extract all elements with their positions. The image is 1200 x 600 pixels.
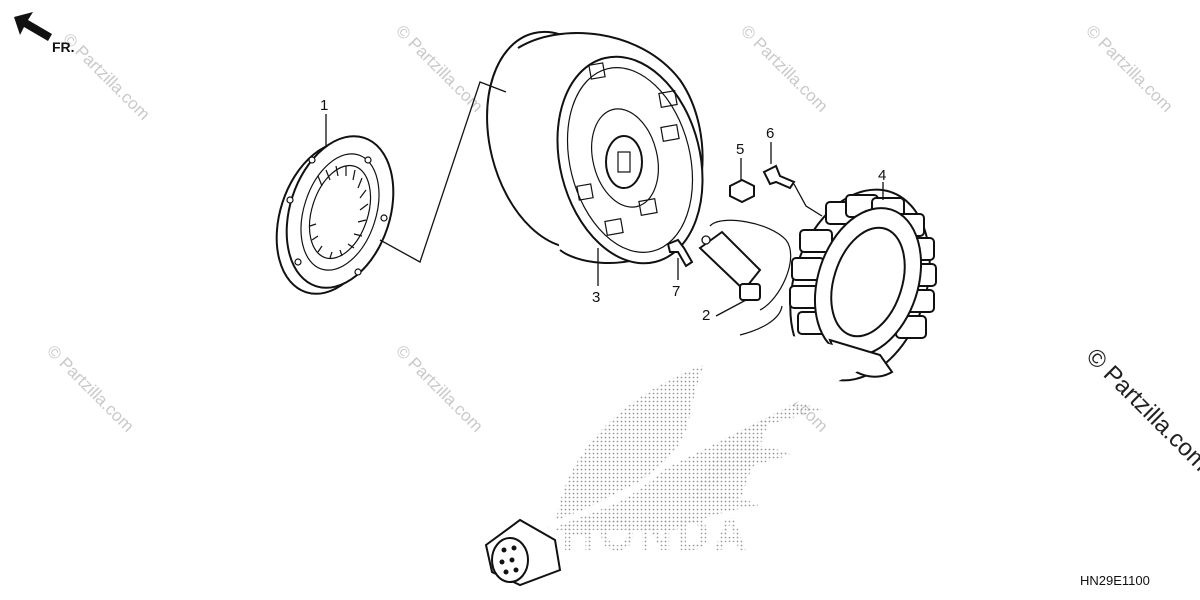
- leader-lines: [325, 81, 884, 317]
- callout-5: 5: [736, 141, 744, 158]
- front-direction-indicator: FR.: [14, 12, 75, 55]
- watermark-5: © Partzilla.com: [43, 341, 137, 435]
- honda-wordmark: HONDA: [562, 508, 751, 560]
- front-label: FR.: [52, 39, 75, 55]
- pulser-coil: [698, 219, 792, 311]
- callout-6: 6: [766, 125, 774, 142]
- watermark-6: © Partzilla.com: [392, 341, 486, 435]
- wire-harness: [546, 305, 881, 531]
- callout-7: 7: [672, 283, 680, 300]
- flywheel: [486, 30, 704, 265]
- stator: [789, 188, 937, 382]
- watermark-3: © Partzilla.com: [737, 21, 831, 115]
- diagram-code: HN29E1100: [1080, 573, 1150, 588]
- callouts: 1 2 3 4 5 6 7: [320, 97, 886, 324]
- wire-connector: [484, 518, 562, 587]
- watermark-large: © Partzilla.com: [1081, 343, 1200, 476]
- callout-1: 1: [320, 97, 328, 114]
- watermark-2: © Partzilla.com: [392, 21, 486, 115]
- watermark-4: © Partzilla.com: [1082, 21, 1176, 115]
- one-way-clutch: [275, 135, 395, 295]
- callout-3: 3: [592, 289, 600, 306]
- front-arrow-icon: [14, 12, 52, 41]
- callout-4: 4: [878, 167, 886, 184]
- bolt-6: [762, 164, 796, 190]
- callout-2: 2: [702, 307, 710, 324]
- bolt-7: [666, 238, 694, 268]
- bolt-5: [729, 178, 755, 204]
